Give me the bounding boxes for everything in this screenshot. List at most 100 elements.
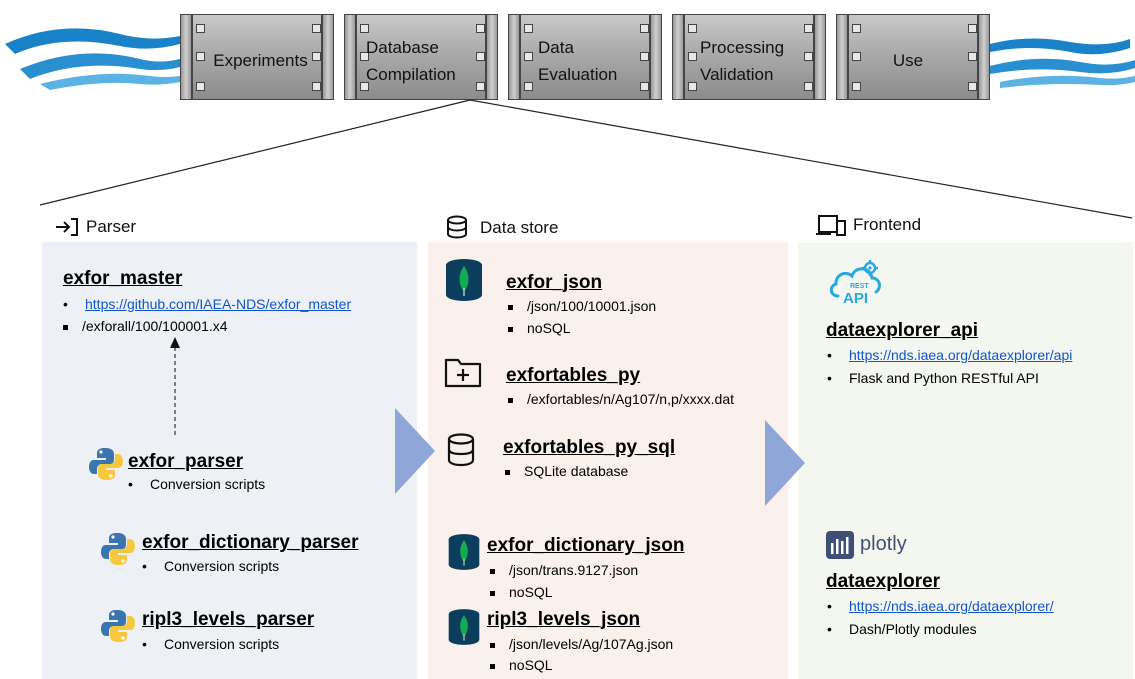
left-wave-decoration [5, 28, 180, 90]
exfor-json-type: noSQL [527, 320, 571, 336]
pipe-flange [672, 14, 684, 100]
dataexplorer-title: dataexplorer [826, 571, 941, 592]
exfor-dictionary-json-type: noSQL [509, 584, 553, 600]
bolt [312, 52, 321, 61]
mongodb-database-icon [448, 609, 480, 645]
pipe-flange [508, 14, 520, 100]
exfor-parser-desc-item: •Conversion scripts [128, 476, 266, 492]
pipe-flange [486, 14, 498, 100]
exfor-master-link-item: •https://github.com/IAEA-NDS/exfor_maste… [63, 296, 352, 312]
bolt [524, 82, 533, 91]
bolt [360, 52, 369, 61]
pipe-flange [344, 14, 356, 100]
bolt [196, 82, 205, 91]
exfortables-py-sql-item: SQLite database [505, 463, 628, 479]
bolt [852, 82, 861, 91]
datastore-title: Data store [480, 218, 559, 237]
bolt [688, 52, 697, 61]
bolt [968, 82, 977, 91]
ripl3-levels-parser-desc-item: •Conversion scripts [142, 636, 280, 652]
python-icon [89, 448, 123, 480]
bolt [852, 24, 861, 33]
bolt [804, 52, 813, 61]
exfor-json-path: /json/100/10001.json [527, 298, 657, 314]
dataexplorer-desc-item: •Dash/Plotly modules [827, 621, 977, 637]
ripl3-levels-json-type: noSQL [509, 657, 553, 673]
ripl3-levels-parser-title: ripl3_levels_parser [142, 609, 315, 630]
exfortables-py-sql-title: exfortables_py_sql [503, 437, 676, 458]
login-arrow-icon [56, 218, 78, 236]
datastore-panel [428, 242, 788, 679]
exfor-parser-title: exfor_parser [128, 451, 244, 472]
ripl3-levels-parser-desc: Conversion scripts [164, 636, 280, 652]
folder-plus-icon [444, 358, 482, 388]
devices-icon [816, 215, 846, 236]
pipe-segment-database [356, 14, 486, 100]
dashed-arrow-up [170, 337, 180, 435]
exfor-master-link[interactable]: https://github.com/IAEA-NDS/exfor_master [85, 296, 352, 312]
exfor-json-item: /json/100/10001.json [508, 298, 656, 314]
ripl3-levels-json-title: ripl3_levels_json [487, 609, 641, 630]
exfor-master-path: /exforall/100/100001.x4 [82, 318, 228, 334]
mongodb-database-icon [448, 534, 480, 570]
pipe-flange [322, 14, 334, 100]
bolt [312, 82, 321, 91]
pipe-segment-evaluation [520, 14, 650, 100]
exfortables-py-title: exfortables_py [506, 365, 641, 386]
frontend-panel [798, 242, 1133, 679]
dataexplorer-desc: Dash/Plotly modules [849, 621, 977, 637]
bolt [196, 52, 205, 61]
exfor-dictionary-json-item: /json/trans.9127.json [490, 562, 638, 578]
dataexplorer-api-desc-item: •Flask and Python RESTful API [827, 370, 1039, 386]
exfor-dictionary-parser-desc-item: •Conversion scripts [142, 558, 280, 574]
dataexplorer-api-link[interactable]: https://nds.iaea.org/dataexplorer/api [849, 347, 1073, 363]
stage-label-data-evaluation: Data Evaluation [538, 38, 618, 84]
bolt [196, 24, 205, 33]
plotly-logo: plotly [826, 531, 926, 559]
exfor-dictionary-json-title: exfor_dictionary_json [487, 535, 685, 556]
dataexplorer-link-item: •https://nds.iaea.org/dataexplorer/ [827, 598, 1054, 614]
exfor-dictionary-parser-title: exfor_dictionary_parser [142, 532, 359, 553]
exfor-dictionary-json-path: /json/trans.9127.json [509, 562, 639, 578]
stage-label-experiments: Experiments [213, 51, 308, 70]
bolt [524, 52, 533, 61]
api-text: API [843, 290, 868, 307]
python-icon [101, 610, 135, 642]
dataexplorer-link[interactable]: https://nds.iaea.org/dataexplorer/ [849, 598, 1054, 614]
exfor-json-title: exfor_json [506, 272, 603, 293]
dataexplorer-api-title: dataexplorer_api [826, 320, 979, 341]
pipe-flange [836, 14, 848, 100]
exfortables-py-path: /exfortables/n/Ag107/n,p/xxxx.dat [527, 391, 735, 407]
bolt [360, 82, 369, 91]
rest-api-cloud-icon: REST API [829, 260, 881, 307]
ripl3-levels-json-item: noSQL [490, 657, 553, 673]
bolt [640, 82, 649, 91]
bolt [804, 24, 813, 33]
right-wave-decoration [990, 38, 1135, 88]
frontend-title: Frontend [853, 215, 922, 234]
pipe-segment-experiments [192, 14, 322, 100]
bolt [640, 24, 649, 33]
bolt [524, 24, 533, 33]
mongodb-database-icon [446, 259, 482, 301]
exfor-master-title: exfor_master [63, 268, 183, 289]
bolt [640, 52, 649, 61]
exfor-dictionary-json-item: noSQL [490, 584, 553, 600]
rest-text: REST [850, 283, 869, 290]
pipe-flange [978, 14, 990, 100]
pipe-flange [814, 14, 826, 100]
bolt [688, 24, 697, 33]
pipe-flange [180, 14, 192, 100]
parser-title: Parser [86, 217, 137, 236]
plotly-icon [826, 531, 854, 559]
pipe-segment-use [848, 14, 978, 100]
plotly-wordmark: plotly [860, 533, 907, 555]
exfor-master-path-item: /exforall/100/100001.x4 [63, 318, 228, 334]
database-icon [447, 215, 467, 239]
bolt [688, 82, 697, 91]
exfortables-py-sql-desc: SQLite database [524, 463, 629, 479]
bolt [852, 52, 861, 61]
stage-label-use: Use [892, 51, 924, 70]
ripl3-levels-json-item: /json/levels/Ag/107Ag.json [490, 636, 673, 652]
bolt [312, 24, 321, 33]
